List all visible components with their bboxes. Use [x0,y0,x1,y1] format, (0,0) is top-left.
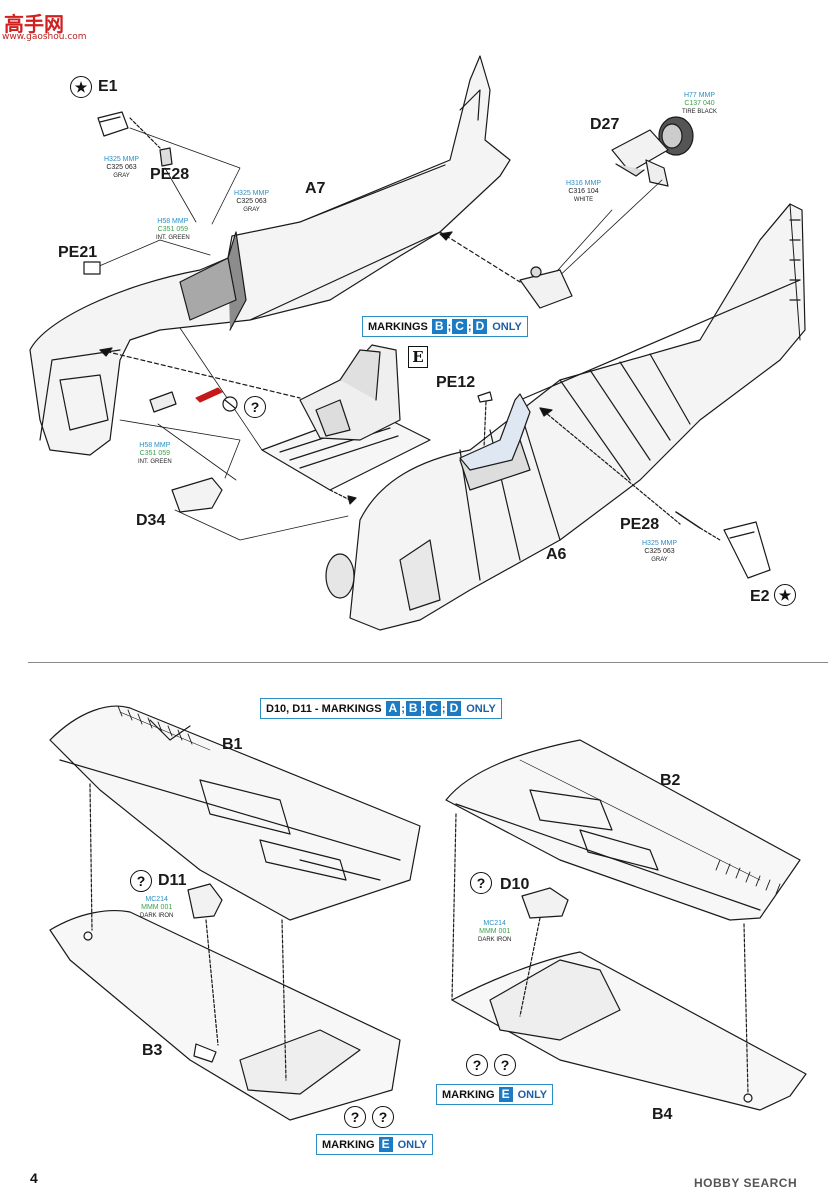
part-label-a6: A6 [546,546,567,563]
site-logo: 高手网 [4,12,64,36]
page-number: 4 [30,1170,38,1186]
tailwheel-d27 [611,116,694,187]
wing-lower-b3 [49,910,401,1121]
paint-callout-d11: MC214 MMM 001 DARK IRON [140,896,174,919]
part-label-d27: D27 [590,116,620,133]
paint-callout-pe28-bottom: H325 MMP C325 063 GRAY [642,540,678,563]
cockpit-floor [261,344,431,491]
part-label-b1: B1 [222,736,243,753]
wing-lower-b4 [451,951,807,1111]
star-insignia-icon: ★ [774,584,796,606]
star-insignia-icon: ★ [70,76,92,98]
paint-callout-white: H316 MMP C316 104 WHITE [566,180,602,203]
optional-question-icon: ? [466,1054,488,1076]
optional-question-icon: ? [470,872,492,894]
assembly-e-box: E [408,346,428,368]
part-label-b4: B4 [652,1106,673,1123]
part-label-pe12: PE12 [436,374,476,391]
optional-question-icon: ? [372,1106,394,1128]
part-label-d11: D11 [158,872,187,889]
footer-watermark: HOBBY SEARCH [694,1176,798,1190]
part-label-pe21: PE21 [58,244,98,261]
optional-question-icon: ? [244,396,266,418]
paint-callout-pe28-top: H325 MMP C325 063 GRAY [104,156,140,179]
part-label-pe28-bottom: PE28 [620,516,660,533]
part-label-b2: B2 [660,772,681,789]
part-label-pe28-top: PE28 [150,166,190,183]
tailwheel-bracket [519,266,573,309]
optional-question-icon: ? [494,1054,516,1076]
part-label-a7: A7 [305,180,326,197]
paint-callout-a7: H325 MMP C325 063 GRAY [234,190,270,213]
paint-callout-int-green-bottom: H58 MMP C351 059 INT. GREEN [138,442,172,465]
marking-e-banner-left: MARKING E ONLY [316,1134,434,1155]
paint-callout-int-green-top: H58 MMP C351 059 INT. GREEN [156,218,190,241]
markings-bcd-banner: MARKINGS B; C; D ONLY [362,316,528,337]
optional-question-icon: ? [344,1106,366,1128]
markings-abcd-banner: D10, D11 - MARKINGS A; B; C; D ONLY [260,698,502,719]
part-label-b3: B3 [142,1042,163,1059]
site-logo-url: www.gaoshou.com [2,32,87,42]
part-label-d34: D34 [136,512,166,529]
optional-question-icon: ? [130,870,152,892]
marking-e-banner-right: MARKING E ONLY [436,1084,554,1105]
part-label-e1: E1 [98,78,118,95]
part-label-d10: D10 [500,876,530,893]
section-divider [28,662,828,663]
paint-callout-d10: MC214 MMM 001 DARK IRON [478,920,512,943]
paint-callout-tire-black: H77 MMP C137 040 TIRE BLACK [682,92,718,115]
fuselage-half-a7 [29,55,511,456]
part-label-e2: E2 [750,588,770,605]
wing-upper-b1 [49,705,421,921]
